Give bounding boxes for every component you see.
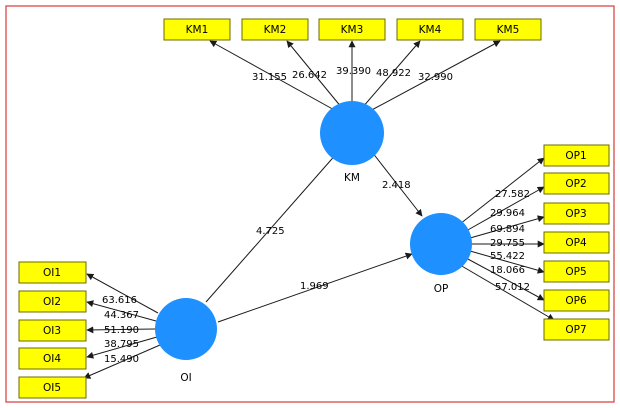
- indicator-box-km3[interactable]: [318, 18, 386, 41]
- path-km-op: [371, 151, 423, 217]
- weight-op2: 29.964: [490, 208, 525, 219]
- path-coefficients: 4.725 1.969 2.418: [256, 180, 411, 292]
- indicator-label-op6: OP6: [565, 295, 587, 307]
- edge-op-op1: [459, 157, 545, 225]
- indicator-box-oi2[interactable]: [18, 290, 87, 313]
- weight-op3: 69.894: [490, 224, 525, 235]
- path-oi-km: [205, 151, 339, 303]
- edge-op-op6: [465, 257, 545, 301]
- indicator-label-oi5: OI5: [43, 382, 61, 394]
- weight-op4: 29.755: [490, 238, 525, 249]
- latent-circle-oi[interactable]: [155, 298, 217, 360]
- indicator-box-km1[interactable]: [163, 18, 231, 41]
- latent-oi[interactable]: OI: [155, 298, 217, 384]
- indicator-box-oi5[interactable]: [18, 376, 87, 399]
- indicator-label-op4: OP4: [565, 237, 587, 249]
- km-indicators: KM1 KM2 KM3 KM4 KM5: [163, 18, 542, 41]
- weight-op7: 57.012: [495, 282, 530, 293]
- oi-indicators: OI1 OI2 OI3 OI4 OI5: [18, 261, 87, 399]
- indicator-box-op2[interactable]: [543, 172, 610, 195]
- indicator-label-oi2: OI2: [43, 296, 61, 308]
- latent-op[interactable]: OP: [410, 213, 472, 295]
- indicator-label-km2: KM2: [264, 24, 287, 36]
- weight-km1: 31.155: [252, 72, 287, 83]
- km-weights: 31.155 26.642 39.390 48.922 32.990: [252, 66, 453, 83]
- latent-label-op: OP: [434, 283, 449, 295]
- latent-label-km: KM: [344, 172, 360, 184]
- indicator-label-oi1: OI1: [43, 267, 61, 279]
- coef-oi-op: 1.969: [300, 281, 329, 292]
- edge-op-op7: [459, 264, 555, 321]
- edge-oi-oi1: [86, 273, 159, 314]
- edge-km-km1: [209, 40, 339, 113]
- indicator-label-km4: KM4: [419, 24, 442, 36]
- edge-op-op2: [465, 186, 545, 232]
- latent-km[interactable]: KM: [320, 101, 384, 184]
- oi-weights: 63.616 44.367 51.190 38.795 15.490: [102, 295, 139, 365]
- indicator-box-oi3[interactable]: [18, 319, 87, 342]
- weight-km3: 39.390: [336, 66, 371, 77]
- coef-km-op: 2.418: [382, 180, 411, 191]
- indicator-box-op5[interactable]: [543, 260, 610, 283]
- weight-op1: 27.582: [495, 189, 530, 200]
- weight-km5: 32.990: [418, 72, 453, 83]
- latent-label-oi: OI: [180, 372, 191, 384]
- weight-km4: 48.922: [376, 68, 411, 79]
- diagram-frame: [5, 5, 615, 403]
- op-weights: 27.582 29.964 69.894 29.755 55.422 18.06…: [490, 189, 530, 293]
- edge-km-km4: [361, 40, 421, 109]
- indicator-label-op7: OP7: [565, 324, 586, 336]
- indicator-label-oi4: OI4: [43, 353, 61, 365]
- weight-op6: 18.066: [490, 265, 525, 276]
- edge-oi-oi5: [83, 344, 161, 379]
- edge-oi-oi2: [86, 300, 157, 322]
- indicator-box-km2[interactable]: [241, 18, 309, 41]
- edge-oi-oi4: [86, 336, 158, 359]
- indicator-box-km5[interactable]: [474, 18, 542, 41]
- indicator-label-oi3: OI3: [43, 325, 61, 337]
- indicator-label-op2: OP2: [565, 178, 586, 190]
- edge-oi-oi3: [86, 326, 156, 334]
- indicator-label-op1: OP1: [565, 150, 586, 162]
- edge-km-km2: [286, 40, 343, 109]
- indicator-box-op1[interactable]: [543, 144, 610, 167]
- indicator-label-op3: OP3: [565, 208, 586, 220]
- indicator-box-op4[interactable]: [543, 231, 610, 254]
- weight-oi3: 51.190: [104, 325, 139, 336]
- weight-op5: 55.422: [490, 251, 525, 262]
- indicator-box-op6[interactable]: [543, 289, 610, 312]
- weight-oi2: 44.367: [104, 310, 139, 321]
- indicator-label-op5: OP5: [565, 266, 586, 278]
- weight-oi5: 15.490: [104, 354, 139, 365]
- indicator-label-km1: KM1: [186, 24, 209, 36]
- weight-oi4: 38.795: [104, 339, 139, 350]
- latent-circle-op[interactable]: [410, 213, 472, 275]
- latent-circle-km[interactable]: [320, 101, 384, 165]
- indicator-label-km5: KM5: [497, 24, 520, 36]
- coef-oi-km: 4.725: [256, 226, 285, 237]
- edge-op-op5: [469, 250, 545, 274]
- op-indicators: OP1 OP2 OP3 OP4 OP5 OP6 OP7: [543, 144, 610, 341]
- indicator-box-oi1[interactable]: [18, 261, 87, 284]
- path-oi-op: [217, 252, 413, 323]
- indicator-box-km4[interactable]: [396, 18, 464, 41]
- indicator-box-oi4[interactable]: [18, 347, 87, 370]
- indicator-box-op7[interactable]: [543, 318, 610, 341]
- weight-km2: 26.642: [292, 70, 327, 81]
- indicator-label-km3: KM3: [341, 24, 364, 36]
- edge-km-km5: [367, 40, 501, 113]
- edges-layer: [83, 40, 555, 379]
- indicator-box-op3[interactable]: [543, 202, 610, 225]
- edge-op-op3: [469, 215, 545, 239]
- weight-oi1: 63.616: [102, 295, 137, 306]
